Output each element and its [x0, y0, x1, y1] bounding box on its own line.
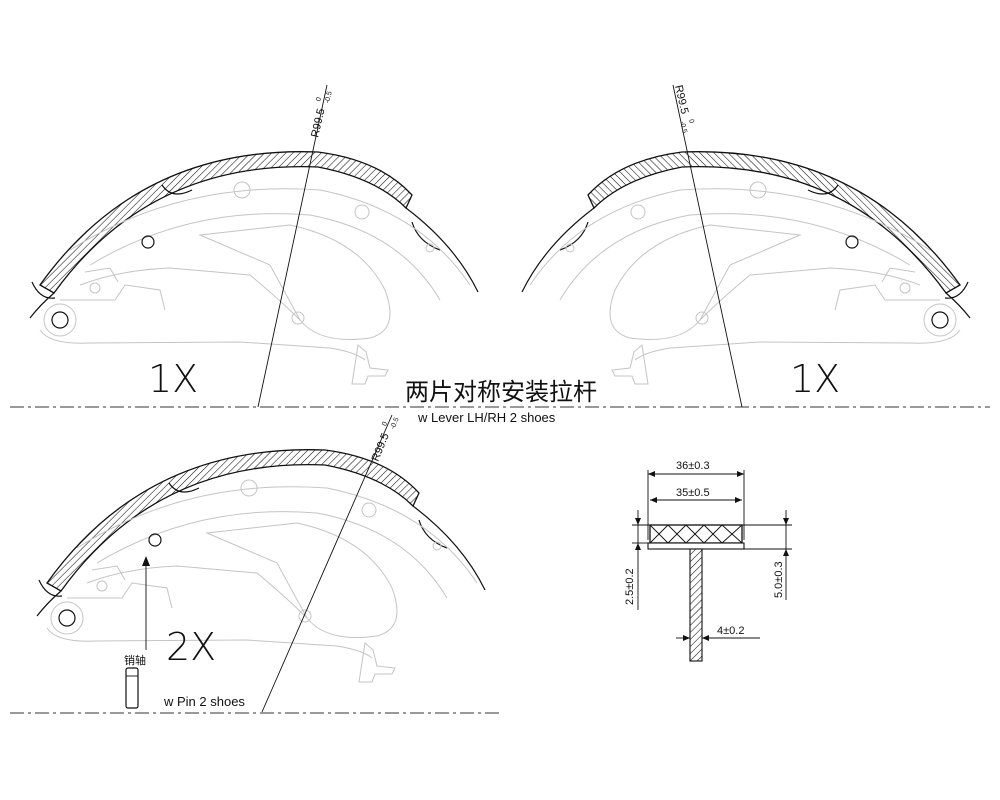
cross-section-detail: 36±0.3 35±0.5 2.5±0.2 5.0±0.3 4±0.2	[624, 460, 792, 662]
radius-label-top-left: R99.5	[309, 107, 327, 138]
dim-width-inner: 35±0.5	[676, 487, 710, 499]
radius-tol-lower-bottom: -0.5	[390, 417, 401, 431]
dim-width-outer: 36±0.3	[676, 460, 710, 472]
radius-tol-lower-top-left: -0.5	[324, 91, 334, 104]
section-web	[689, 548, 703, 662]
section-table	[647, 542, 745, 550]
radius-tol-upper-top-left: 0	[315, 97, 323, 102]
pin-note: w Pin 2 shoes	[163, 694, 245, 709]
pin-arrow-icon	[142, 556, 150, 566]
shoe-top-left: R99.5 0 -0.5 1X	[29, 84, 479, 408]
shoe-outline-top-right	[521, 151, 971, 385]
dim-web-thk: 4±0.2	[717, 625, 744, 637]
section-lining	[649, 524, 743, 544]
dim-total-thk: 5.0±0.3	[773, 561, 785, 598]
radius-tol-upper-top-right: 0	[687, 119, 695, 124]
shoe-outline-bottom	[36, 449, 486, 683]
radius-leader-top-left	[257, 84, 328, 408]
pin-icon	[125, 667, 139, 709]
lever-note: w Lever LH/RH 2 shoes	[417, 410, 556, 425]
pin-label: 销轴	[124, 653, 146, 667]
shoe-bottom: R99.5 0 -0.5 2X 销轴 w Pin 2 shoes	[36, 414, 486, 713]
qty-label-top-right: 1X	[790, 357, 840, 401]
section-lining-hatch	[649, 524, 743, 544]
radius-label-bottom: R99.5	[370, 431, 392, 463]
shoe-top-right: R99.5 0 -0.5 1X	[521, 84, 971, 408]
shoe-outline-top-left	[29, 151, 479, 385]
radius-leader-bottom	[261, 414, 393, 713]
chinese-title: 两片对称安装拉杆	[405, 378, 597, 406]
radius-tol-upper-bottom: 0	[381, 421, 389, 427]
qty-label-bottom: 2X	[166, 625, 216, 669]
radius-tol-lower-top-right: -0.5	[678, 121, 688, 134]
dim-lining-thk: 2.5±0.2	[624, 568, 636, 605]
qty-label-top-left: 1X	[148, 357, 198, 401]
radius-label-top-right: R99.5	[672, 84, 690, 115]
radius-leader-top-right	[672, 84, 743, 408]
